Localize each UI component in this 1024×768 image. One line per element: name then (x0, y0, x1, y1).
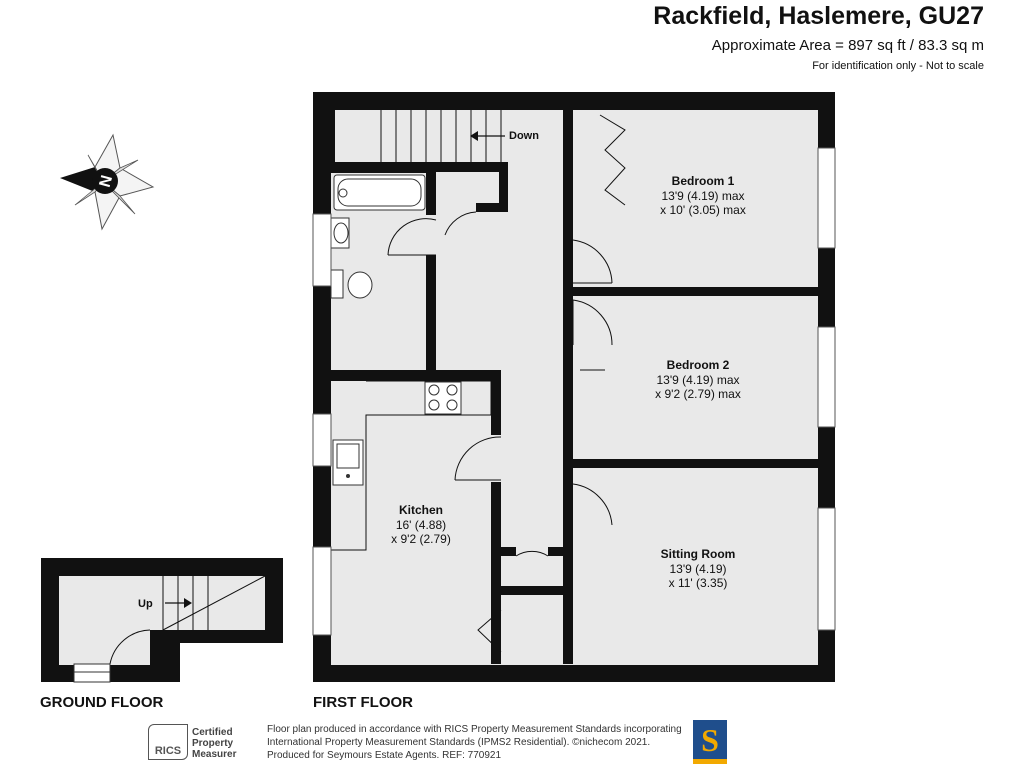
rics-certification-text: Certified Property Measurer (192, 727, 236, 760)
room-dimension-bedroom-2-width: x 9'2 (2.79) max (655, 387, 741, 401)
room-dimension-kitchen-width: x 9'2 (2.79) (391, 532, 451, 546)
rics-line-2: Property (192, 738, 234, 749)
ground-floor-label: GROUND FLOOR (40, 694, 164, 711)
room-name-kitchen: Kitchen (399, 503, 443, 517)
approximate-area: Approximate Area = 897 sq ft / 83.3 sq m (711, 37, 984, 54)
rics-line-1: Certified (192, 727, 233, 738)
disclaimer-line-2: International Property Measurement Stand… (267, 737, 651, 748)
stairs-ground-floor (162, 575, 266, 631)
stairs-up-label: Up (138, 598, 153, 610)
first-floor-label: FIRST FLOOR (313, 694, 413, 711)
room-dimension-sitting-room-width: x 11' (3.35) (669, 576, 728, 590)
first-floor-plan: Bedroom 1 13'9 (4.19) max x 10' (3.05) m… (312, 92, 836, 682)
disclaimer-line-3: Produced for Seymours Estate Agents. REF… (267, 750, 502, 761)
rics-logo-icon: RICS (148, 724, 188, 760)
stairs-down-label: Down (509, 130, 539, 142)
disclaimer-line-1: Floor plan produced in accordance with R… (267, 724, 682, 735)
compass-icon: N (60, 133, 155, 231)
room-dimension-kitchen-length: 16' (4.88) (396, 518, 446, 532)
identification-note: For identification only - Not to scale (812, 60, 984, 72)
room-dimension-bedroom-2-length: 13'9 (4.19) max (657, 373, 740, 387)
room-name-sitting-room: Sitting Room (661, 547, 736, 561)
measurement-disclaimer: Floor plan produced in accordance with R… (267, 723, 687, 762)
room-dimension-bedroom-1-length: 13'9 (4.19) max (662, 189, 745, 203)
room-dimension-bedroom-1-width: x 10' (3.05) max (660, 203, 746, 217)
central-corridor-wall (563, 104, 573, 664)
property-title: Rackfield, Haslemere, GU27 (653, 2, 984, 30)
room-dimension-sitting-room-length: 13'9 (4.19) (670, 562, 727, 576)
stairs-first-floor (380, 110, 505, 162)
windows (312, 147, 836, 636)
room-name-bedroom-2: Bedroom 2 (667, 358, 730, 372)
compass-north-letter: N (97, 174, 116, 190)
bathroom-fixtures (330, 174, 426, 299)
kitchen-fixtures (331, 380, 492, 551)
door-swings (387, 114, 626, 653)
ground-floor-plan: Up (41, 558, 283, 683)
rics-certified-badge: RICS Certified Property Measurer (148, 724, 258, 762)
room-name-bedroom-1: Bedroom 1 (672, 174, 735, 188)
rics-line-3: Measurer (192, 749, 237, 760)
estate-agent-logo: S (693, 720, 727, 764)
